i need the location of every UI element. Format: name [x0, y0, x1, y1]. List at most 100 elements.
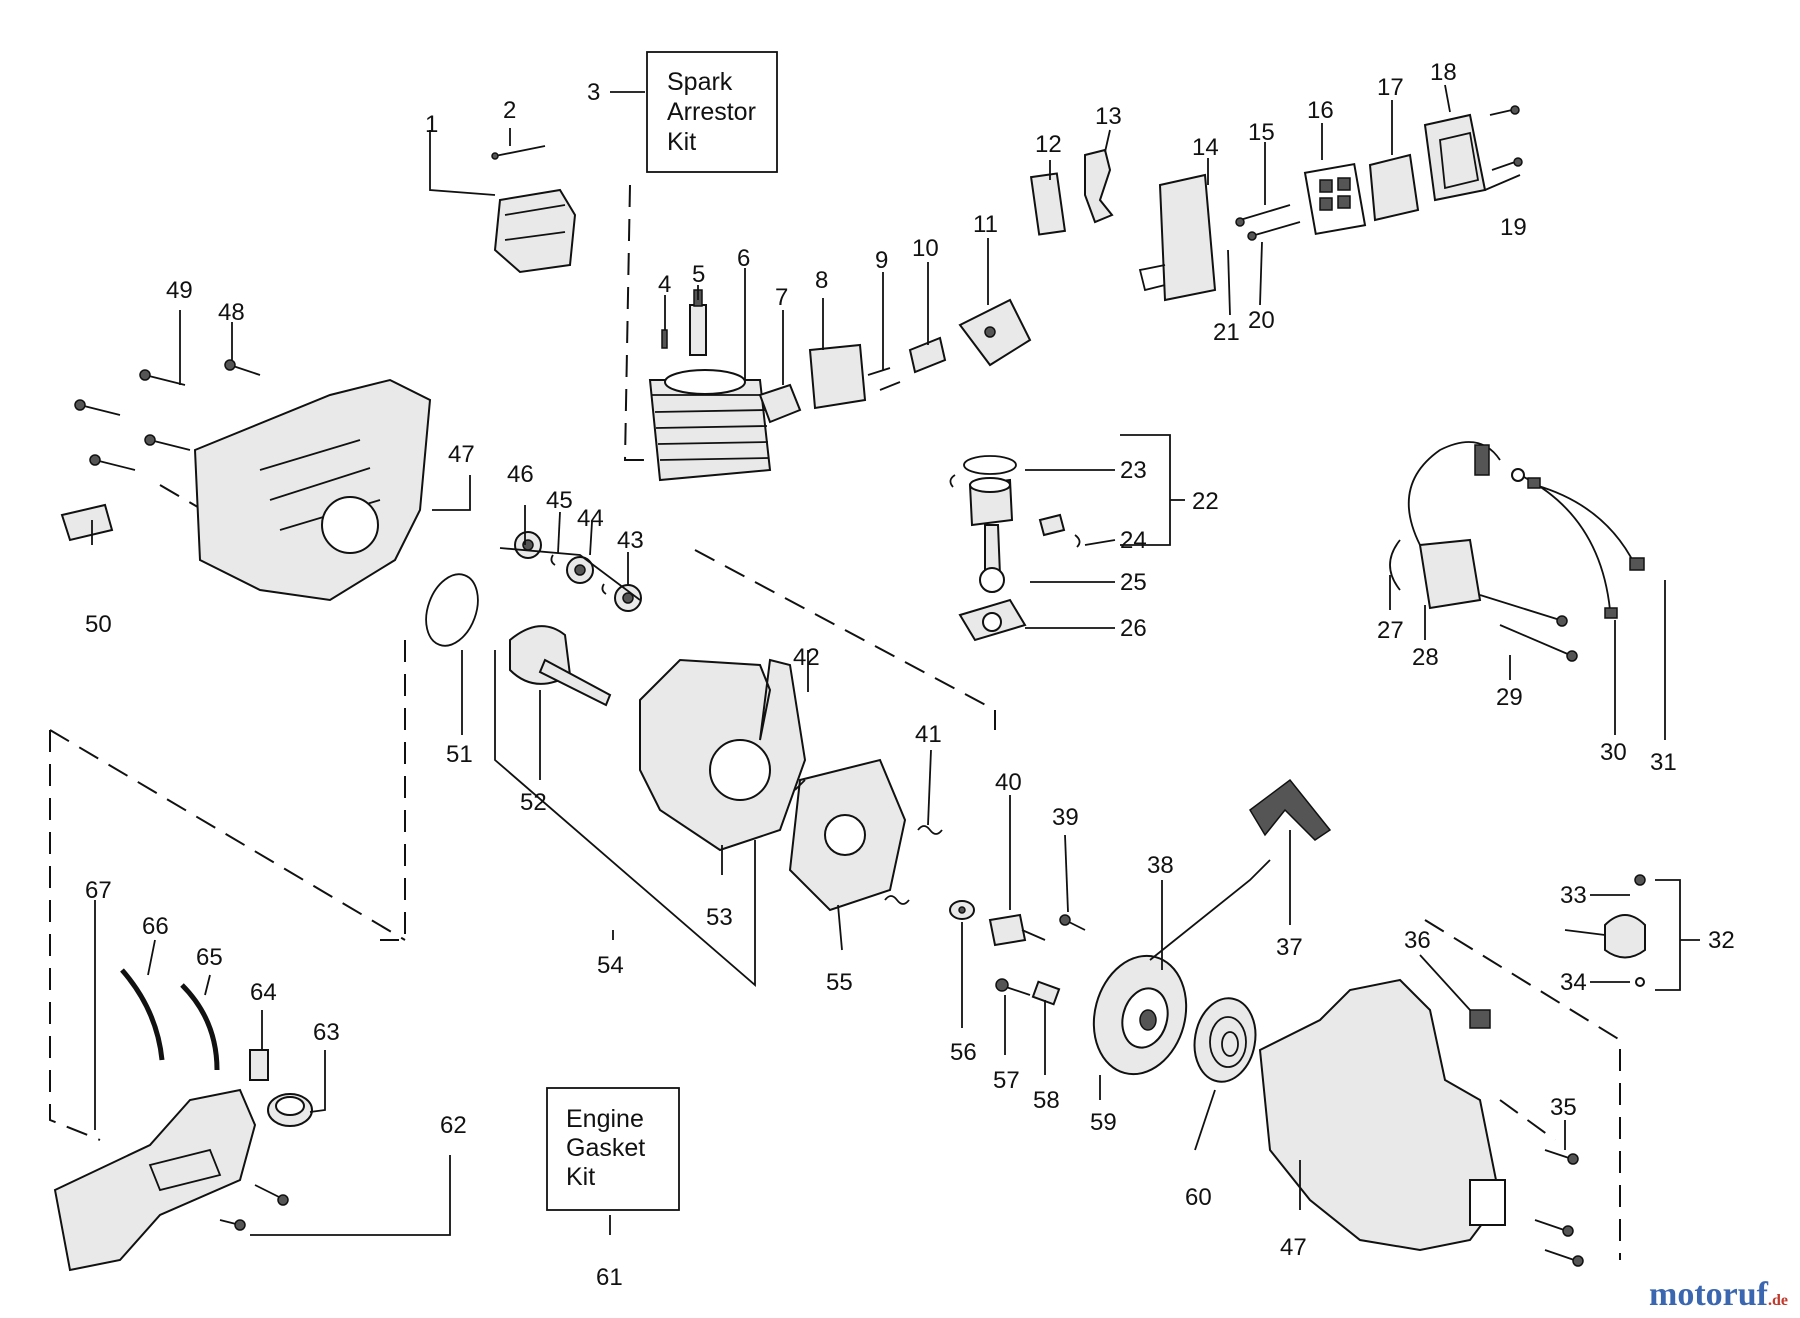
- label-44: 44: [577, 505, 604, 532]
- insulator-block: [808, 343, 867, 410]
- ground-wire: [1511, 468, 1618, 619]
- label-46: 46: [507, 461, 534, 488]
- label-55: 55: [826, 969, 853, 996]
- intake-gasket: [758, 383, 802, 424]
- label-37: 37: [1276, 934, 1303, 961]
- crankcase-gasket-plate: [958, 598, 1027, 642]
- carburetor: [958, 298, 1032, 367]
- label-52: 52: [520, 789, 547, 816]
- label-35: 35: [1550, 1094, 1577, 1121]
- spark-kit-line2: Arrestor: [667, 98, 756, 126]
- label-47-upper: 47: [448, 441, 475, 468]
- label-65: 65: [196, 944, 223, 971]
- ignition-module: [1389, 441, 1501, 610]
- part-labels: 1 2 3 4 5 6 7 8 9 10 11 12 13 14 15 16 1…: [85, 59, 1735, 1291]
- air-filter-base: [1138, 173, 1217, 302]
- label-28: 28: [1412, 644, 1439, 671]
- cover-screws: [1489, 105, 1523, 171]
- gasket-kit-line1: Engine: [566, 1105, 644, 1133]
- spark-kit-line3: Kit: [667, 128, 696, 156]
- label-51: 51: [446, 741, 473, 768]
- fuel-line-65: [180, 983, 220, 1071]
- label-24: 24: [1120, 527, 1147, 554]
- starter-housing: [1258, 978, 1506, 1252]
- clutch-springs: [884, 825, 943, 905]
- label-57: 57: [993, 1067, 1020, 1094]
- filter-cover-plate: [1303, 162, 1367, 236]
- label-48: 48: [218, 299, 245, 326]
- small-pin: [661, 329, 668, 349]
- shroud: [193, 378, 432, 602]
- label-60: 60: [1185, 1184, 1212, 1211]
- piston-ring: [963, 455, 1017, 475]
- label-11: 11: [973, 211, 998, 238]
- label-36: 36: [1404, 927, 1431, 954]
- spark-kit-line1: Spark: [667, 68, 733, 96]
- choke-plate: [1029, 172, 1067, 236]
- housing-screws: [1534, 1149, 1584, 1267]
- label-40: 40: [995, 769, 1022, 796]
- label-31: 31: [1650, 749, 1677, 776]
- label-3: 3: [587, 79, 600, 106]
- watermark-domain: .de: [1768, 1292, 1788, 1309]
- air-filter-element: [1368, 153, 1420, 222]
- label-47-lower: 47: [1280, 1234, 1307, 1261]
- label-64: 64: [250, 979, 277, 1006]
- piston-and-rod: [968, 477, 1014, 593]
- arrestor-spring: [491, 145, 546, 160]
- watermark-logo: motoruf.de: [1649, 1276, 1788, 1314]
- label-8: 8: [815, 267, 828, 294]
- choke-lever: [1084, 148, 1114, 224]
- leader-lines: [91, 84, 1700, 1236]
- label-25: 25: [1120, 569, 1147, 596]
- label-33: 33: [1560, 882, 1587, 909]
- label-38: 38: [1147, 852, 1174, 879]
- label-22: 22: [1192, 488, 1219, 515]
- label-58: 58: [1033, 1087, 1060, 1114]
- spark-arrestor-kit-box: Spark Arrestor Kit: [646, 51, 778, 173]
- label-54: 54: [597, 952, 624, 979]
- spark-arrestor-cover: [493, 188, 577, 274]
- shroud-bolts: [74, 359, 261, 471]
- label-2: 2: [503, 97, 516, 124]
- o-ring: [425, 573, 479, 647]
- starter-rope: [1149, 859, 1271, 961]
- label-49: 49: [166, 277, 193, 304]
- pawl-58: [1031, 980, 1061, 1006]
- fuel-filter: [249, 1049, 269, 1081]
- label-7: 7: [775, 284, 788, 311]
- washer-56: [949, 900, 975, 920]
- label-45: 45: [546, 487, 573, 514]
- stop-wire: [1527, 477, 1645, 571]
- label-12: 12: [1035, 131, 1062, 158]
- label-9: 9: [875, 247, 888, 274]
- label-18: 18: [1430, 59, 1457, 86]
- gasket-kit-line2: Gasket: [566, 1134, 645, 1162]
- label-1: 1: [425, 111, 438, 138]
- screw-57: [995, 978, 1031, 996]
- carb-screws: [867, 367, 901, 391]
- label-27: 27: [1377, 617, 1404, 644]
- label-53: 53: [706, 904, 733, 931]
- label-32: 32: [1708, 927, 1735, 954]
- label-17: 17: [1377, 74, 1404, 101]
- label-21: 21: [1213, 319, 1240, 346]
- wrist-pin: [949, 474, 1081, 548]
- label-15: 15: [1248, 119, 1275, 146]
- starter-handle: [1249, 778, 1332, 841]
- cylinder: [648, 369, 772, 482]
- label-63: 63: [313, 1019, 340, 1046]
- carb-gasket: [908, 336, 947, 374]
- screw-39: [1059, 914, 1086, 931]
- flywheel-housing: [788, 758, 907, 912]
- filter-screws: [1235, 204, 1301, 241]
- tank-screws: [219, 1184, 289, 1231]
- label-4: 4: [658, 271, 671, 298]
- label-19: 19: [1500, 214, 1527, 241]
- label-30: 30: [1600, 739, 1627, 766]
- fuel-tank: [53, 1088, 257, 1272]
- label-14: 14: [1192, 134, 1219, 161]
- label-34: 34: [1560, 969, 1587, 996]
- label-6: 6: [737, 245, 750, 272]
